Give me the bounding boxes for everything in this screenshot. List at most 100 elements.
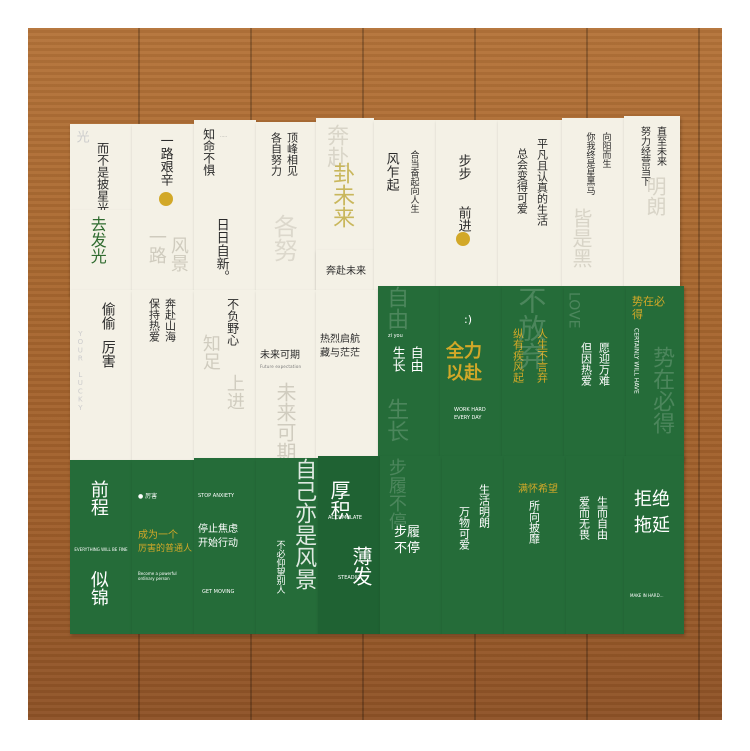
card-27-main2-text: 万物可爱 (457, 506, 471, 550)
card-21-main-text: 前程 (87, 480, 109, 516)
card-22-badge: ● 厉害 (138, 493, 158, 500)
card-14: 未来可期 Future expectation 未来可期 (256, 290, 316, 460)
card-22-sub-text: Become a powerful ordinary person (138, 571, 177, 581)
card-7-main2-text: 前进 (455, 206, 471, 232)
card-18-main-text: 纵有疾风起 (511, 328, 525, 383)
card-17-sub1: WORK HARD (454, 407, 486, 413)
card-3-main2-text: 日日自新。 (213, 218, 229, 283)
card-2-ghost-b: 风景 (167, 236, 189, 272)
card-16-top-text: zi you (388, 333, 403, 339)
card-8-main2-text: 总会变得可爱 (515, 148, 529, 214)
card-28-main2-text: 所向披靡 (527, 500, 541, 544)
card-20-ghost-text: 势在必得 (649, 346, 675, 434)
card-1-ghost-bottom: 去发光 (87, 216, 107, 264)
card-27: 生活明朗 万物可爱 (442, 456, 504, 634)
card-24-main-text: 不必仰望别人 (274, 540, 285, 594)
card-6-main2-text: 合当奋起向人生 (408, 150, 419, 213)
card-11-main2-text: 厉害 (99, 340, 116, 368)
card-16: 自由 zi you 自由 生长 生长 (378, 286, 440, 460)
card-6-main-text: 风乍起 (383, 152, 399, 191)
card-19-main2-text: 但因热爱 (579, 342, 593, 386)
card-25-main-text: 厚积 (327, 480, 351, 520)
card-20: 势在必得 CERTAINLY WILL HAVE 势在必得 (626, 286, 684, 460)
card-2: 一路艰辛 一路 风景 (132, 124, 194, 294)
card-15: 热烈启航 藏与茫茫 (316, 290, 378, 460)
card-28: 满怀希望 所向披靡 (504, 456, 566, 634)
card-14-sub-text: Future expectation (260, 364, 302, 369)
card-5-tag-text: 奔赴未来 (326, 266, 366, 277)
card-22-main-text: 成为一个 (138, 530, 178, 541)
card-17-main2-text: 以赴 (446, 363, 482, 384)
card-11: 偷偷 厉害 YOUR LUCKY (70, 290, 132, 460)
card-19-main-text: 愿迎万难 (597, 342, 611, 386)
card-23-button: GET MOVING (202, 589, 235, 595)
card-5-bottom: 奔赴未来 (316, 250, 374, 294)
card-1-bottom: 去发光 (70, 210, 132, 294)
card-12-main2-text: 保持热爱 (147, 298, 161, 342)
card-16-main-text: 自由 (407, 346, 423, 372)
card-11-main-text: 偷偷 (99, 302, 116, 330)
card-26-ghost-text: 步履不停 (385, 458, 407, 530)
card-14-ghost-text: 未来可期 (273, 382, 297, 460)
card-21-main2-text: 似锦 (87, 570, 109, 606)
card-29: 生而自由 爱而无畏 (566, 456, 624, 634)
card-7-main-text: 步步 (455, 154, 471, 180)
card-15-main2-text: 藏与茫茫 (320, 348, 360, 359)
card-23-tag: STOP ANXIETY (198, 493, 235, 499)
card-16-ghost-text: 自由 (383, 286, 409, 330)
card-26-main2-text: 不停 (394, 541, 421, 556)
card-8-main-text: 平凡且认真的生活 (535, 138, 549, 226)
card-3: 知命不惧 ..... 日日自新。 (194, 120, 256, 294)
card-25: 厚积 ACCUMULATE STEADILY 薄发 (318, 456, 380, 634)
card-30-main-text: 拒绝 (634, 489, 670, 510)
card-3-tiny-text: ..... (220, 133, 228, 138)
card-9-main2-text: 你我终是星黑马 (584, 132, 595, 195)
card-18: 纵有疾风起 人生不言弃 不放弃 (502, 286, 564, 460)
card-22-main2-text: 厉害的普通人 (138, 544, 193, 554)
card-9: 向阳而生 你我终是星黑马 皆是黑 (562, 118, 624, 290)
card-27-main-text: 生活明朗 (477, 484, 491, 528)
card-24-ghost-text: 自己亦是风景 (291, 458, 317, 590)
card-17-sub2: EVERY DAY (454, 415, 482, 421)
card-13-main-text: 不负野心 (225, 298, 240, 346)
card-4-main2-text: 各自努力 (269, 132, 283, 176)
card-4: 顶峰相见 各自努力 各努 (256, 122, 316, 294)
card-25-sub2-text: STEADILY (338, 575, 362, 581)
card-28-main-text: 满怀希望 (518, 484, 558, 495)
card-7: 步步 前进 (436, 120, 498, 290)
card-10: 直至未来 努力经营当下 明朗 (624, 116, 680, 290)
card-21: 前程 EVERYTHING WILL BE FINE 似锦 (70, 460, 132, 634)
card-7-gold-dot (456, 232, 470, 246)
card-16-ghost2-text: 生长 (383, 398, 409, 442)
card-9-main-text: 向阳而生 (600, 132, 611, 168)
card-5-main-text: 卦未来 (329, 162, 355, 228)
card-25-main2-text: 薄发 (349, 546, 373, 586)
card-30-sub-text: MAKE IN HARD... (630, 593, 664, 598)
card-6: 风乍起 合当奋起向人生 (374, 120, 436, 290)
card-3-main-text: 知命不惧 (201, 128, 216, 176)
card-9-ghost-text: 皆是黑 (569, 208, 593, 268)
card-13: 不负野心 知足 上进 (194, 290, 256, 460)
card-29-main2-text: 爱而无畏 (577, 496, 591, 540)
card-1-side-text: 光 (73, 130, 89, 143)
card-10-main-text: 直至未来 (654, 126, 666, 166)
card-2-gold-dot (159, 192, 173, 206)
card-22: ● 厉害 成为一个 厉害的普通人 Become a powerful ordin… (132, 460, 194, 634)
card-19-ghost-text: LOVE (565, 292, 582, 329)
card-17: :) 全力 以赴 WORK HARD EVERY DAY (440, 286, 502, 460)
card-17-smile-icon: :) (464, 313, 472, 326)
card-13-ghost-text: 知足 (199, 334, 221, 370)
card-4-ghost-text: 各努 (269, 214, 298, 262)
card-15-main-text: 热烈启航 (320, 334, 360, 345)
card-14-main-text: 未来可期 (260, 350, 300, 361)
card-23-main2-text: 开始行动 (198, 538, 238, 549)
card-10-ghost-text: 明朗 (643, 176, 667, 216)
card-20-en-text: CERTAINLY WILL HAVE (632, 328, 640, 394)
card-1-main-text: 而不是披星光 (95, 142, 110, 214)
card-26-main-text: 步履 (394, 525, 421, 540)
card-18-ghost-text: 不放弃 (514, 286, 548, 370)
card-16-main2-text: 生长 (389, 346, 405, 372)
card-12-main-text: 奔赴山海 (163, 298, 177, 342)
card-8: 平凡且认真的生活 总会变得可爱 (498, 120, 562, 290)
card-12: 奔赴山海 保持热爱 (132, 290, 194, 460)
